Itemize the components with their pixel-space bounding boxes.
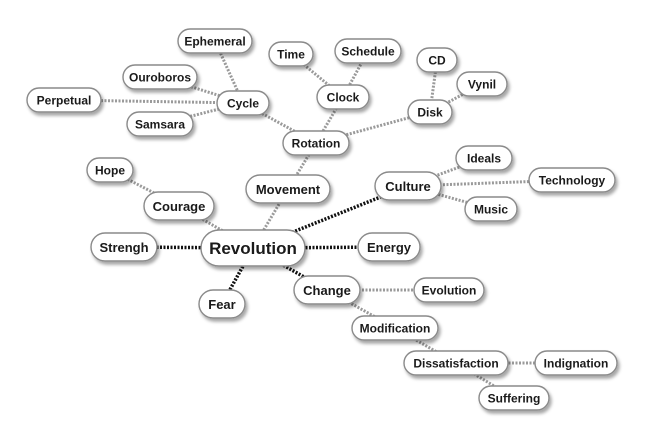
node-disk-bubble [407, 99, 453, 125]
node-fear: Fear [198, 289, 246, 319]
node-energy: Energy [357, 232, 421, 262]
node-cycle-bubble [216, 90, 270, 116]
node-time-bubble [268, 41, 314, 67]
node-music: Music [464, 196, 518, 222]
node-movement: Movement [245, 174, 331, 204]
node-technology: Technology [528, 167, 616, 193]
node-rotation-bubble [282, 130, 350, 156]
node-strengh-label: Strengh [99, 240, 148, 255]
node-hope-bubble [86, 157, 134, 183]
node-movement-label: Movement [256, 182, 321, 197]
node-vynil-label: Vynil [468, 78, 496, 92]
node-change-label: Change [303, 283, 351, 298]
node-suffering-label: Suffering [488, 392, 541, 406]
node-cd-label: CD [428, 54, 446, 68]
node-hope: Hope [86, 157, 134, 183]
node-clock-bubble [316, 84, 370, 110]
node-ideals-bubble [455, 145, 513, 171]
node-ideals: Ideals [455, 145, 513, 171]
node-dissatisfaction: Dissatisfaction [403, 350, 509, 376]
node-dissatisfaction-label: Dissatisfaction [413, 357, 498, 371]
node-samsara: Samsara [126, 111, 194, 137]
node-cycle-label: Cycle [227, 97, 259, 111]
node-disk: Disk [407, 99, 453, 125]
node-courage: Courage [143, 191, 215, 221]
node-fear-label: Fear [208, 297, 235, 312]
node-ephemeral-label: Ephemeral [184, 35, 245, 49]
node-samsara-label: Samsara [135, 118, 185, 132]
node-revolution-label: Revolution [209, 239, 297, 258]
node-rotation-label: Rotation [292, 137, 341, 151]
node-modification-bubble [351, 315, 439, 341]
node-ouroboros-bubble [122, 64, 198, 90]
node-modification: Modification [351, 315, 439, 341]
node-suffering: Suffering [478, 385, 550, 411]
node-ouroboros-label: Ouroboros [129, 71, 191, 85]
node-courage-bubble [143, 191, 215, 221]
node-revolution: Revolution [200, 229, 306, 267]
node-evolution-bubble [413, 277, 485, 303]
connector-cycle-perpetual [63, 98, 244, 105]
node-cd-bubble [416, 47, 458, 73]
node-revolution-bubble [200, 229, 306, 267]
node-fear-bubble [198, 289, 246, 319]
node-music-label: Music [474, 203, 508, 217]
node-courage-label: Courage [153, 199, 206, 214]
node-indignation-label: Indignation [544, 357, 609, 371]
node-indignation-bubble [534, 350, 618, 376]
node-change: Change [293, 275, 361, 305]
node-perpetual-bubble [26, 87, 102, 113]
node-energy-label: Energy [367, 240, 412, 255]
node-evolution-label: Evolution [422, 284, 477, 298]
node-modification-label: Modification [360, 322, 431, 336]
node-technology-bubble [528, 167, 616, 193]
node-ouroboros: Ouroboros [122, 64, 198, 90]
node-culture-label: Culture [385, 179, 431, 194]
node-dissatisfaction-bubble [403, 350, 509, 376]
node-time-label: Time [277, 48, 305, 62]
node-rotation: Rotation [282, 130, 350, 156]
node-ideals-label: Ideals [467, 152, 501, 166]
node-hope-label: Hope [95, 164, 125, 178]
node-strengh-bubble [90, 232, 158, 262]
node-indignation: Indignation [534, 350, 618, 376]
node-energy-bubble [357, 232, 421, 262]
node-technology-label: Technology [539, 174, 606, 188]
node-clock-label: Clock [327, 91, 360, 105]
node-schedule: Schedule [334, 38, 402, 64]
node-clock: Clock [316, 84, 370, 110]
node-evolution: Evolution [413, 277, 485, 303]
node-schedule-bubble [334, 38, 402, 64]
node-cd: CD [416, 47, 458, 73]
node-disk-label: Disk [417, 106, 443, 120]
node-layer: Revolution Movement Rotation Cycle Ephemeral… [26, 28, 618, 411]
node-culture: Culture [374, 171, 442, 201]
node-ephemeral: Ephemeral [177, 28, 253, 54]
node-change-bubble [293, 275, 361, 305]
node-ephemeral-bubble [177, 28, 253, 54]
node-time: Time [268, 41, 314, 67]
node-perpetual: Perpetual [26, 87, 102, 113]
node-movement-bubble [245, 174, 331, 204]
node-schedule-label: Schedule [341, 45, 395, 59]
node-cycle: Cycle [216, 90, 270, 116]
node-culture-bubble [374, 171, 442, 201]
node-vynil: Vynil [456, 71, 508, 97]
node-music-bubble [464, 196, 518, 222]
node-samsara-bubble [126, 111, 194, 137]
node-vynil-bubble [456, 71, 508, 97]
node-strengh: Strengh [90, 232, 158, 262]
node-suffering-bubble [478, 385, 550, 411]
node-perpetual-label: Perpetual [37, 94, 92, 108]
